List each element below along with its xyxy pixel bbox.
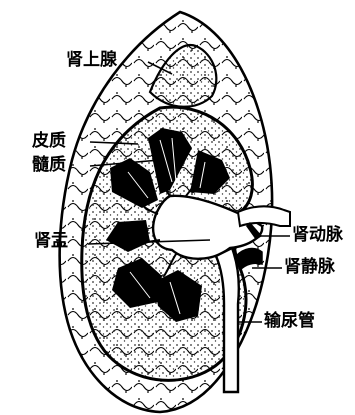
label-ureter: 输尿管 — [264, 313, 315, 330]
renal-artery — [238, 206, 290, 226]
label-renal-vein: 肾静脉 — [284, 259, 335, 276]
label-medulla: 髓质 — [32, 157, 66, 174]
label-cortex: 皮质 — [32, 133, 66, 150]
label-adrenal-gland: 肾上腺 — [66, 52, 117, 69]
label-renal-artery: 肾动脉 — [292, 227, 343, 244]
label-renal-pelvis: 肾盂 — [34, 233, 68, 250]
